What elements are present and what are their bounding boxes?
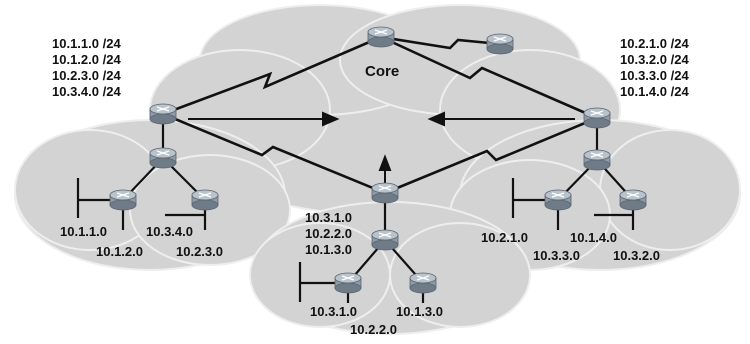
router-icon [619, 189, 647, 211]
summary-route: 10.2.2.0 [305, 226, 352, 241]
summary-route: 10.3.1.0 [305, 210, 352, 225]
summary-route: 10.3.2.0 /24 [620, 52, 689, 67]
arrow-right-head [427, 111, 445, 127]
subnet-label: 10.1.2.0 [96, 244, 143, 259]
summary-route: 10.1.3.0 [305, 242, 352, 257]
router-icon [109, 189, 137, 211]
link-core-spoke [380, 35, 501, 50]
router-icon [544, 189, 572, 211]
subnet-label: 10.2.3.0 [176, 244, 223, 259]
subnet-label: 10.3.3.0 [533, 248, 580, 263]
router-icon [371, 229, 399, 251]
arrows [188, 111, 575, 218]
summary-route: 10.2.3.0 /24 [52, 68, 121, 83]
subnet-label: 10.3.4.0 [146, 224, 193, 239]
subnet-label: 10.1.3.0 [396, 304, 443, 319]
router-icon [371, 182, 399, 204]
cloud-shape [389, 222, 531, 328]
router-icon [191, 189, 219, 211]
clouds [14, 4, 741, 335]
arrow-left-head [322, 111, 340, 127]
summary-route: 10.3.3.0 /24 [620, 68, 689, 83]
router-icon [583, 107, 611, 129]
summary-route: 10.2.1.0 /24 [620, 36, 689, 51]
link-left-center [162, 112, 386, 195]
left-summary-list: 10.1.1.0 /24 10.1.2.0 /24 10.2.3.0 /24 1… [52, 36, 121, 100]
link-right-center [384, 116, 598, 195]
subnet-label: 10.1.4.0 [570, 230, 617, 245]
router-icon [409, 272, 437, 294]
subnet-label: 10.3.1.0 [310, 304, 357, 319]
link-left-core [162, 35, 382, 116]
summary-route: 10.1.1.0 /24 [52, 36, 121, 51]
link-core-right [380, 35, 598, 120]
router-icon [149, 103, 177, 125]
core-label: Core [365, 63, 400, 80]
router-icon [486, 33, 514, 55]
subnet-label: 10.3.2.0 [613, 248, 660, 263]
router-icon [583, 149, 611, 171]
subnet-label: 10.2.1.0 [481, 230, 528, 245]
summary-route: 10.3.4.0 /24 [52, 84, 121, 99]
right-summary-list: 10.2.1.0 /24 10.3.2.0 /24 10.3.3.0 /24 1… [620, 36, 689, 100]
router-icon [334, 272, 362, 294]
arrow-center-head [378, 154, 392, 171]
router-icon [367, 26, 395, 48]
router-icon [149, 147, 177, 169]
subnet-label: 10.1.1.0 [60, 224, 107, 239]
center-summary-list: 10.3.1.0 10.2.2.0 10.1.3.0 [305, 210, 352, 258]
summary-route: 10.1.4.0 /24 [620, 84, 689, 99]
subnet-label: 10.2.2.0 [350, 322, 397, 337]
summary-route: 10.1.2.0 /24 [52, 52, 121, 67]
cloud-shape [599, 129, 741, 251]
wan-links [162, 35, 598, 195]
